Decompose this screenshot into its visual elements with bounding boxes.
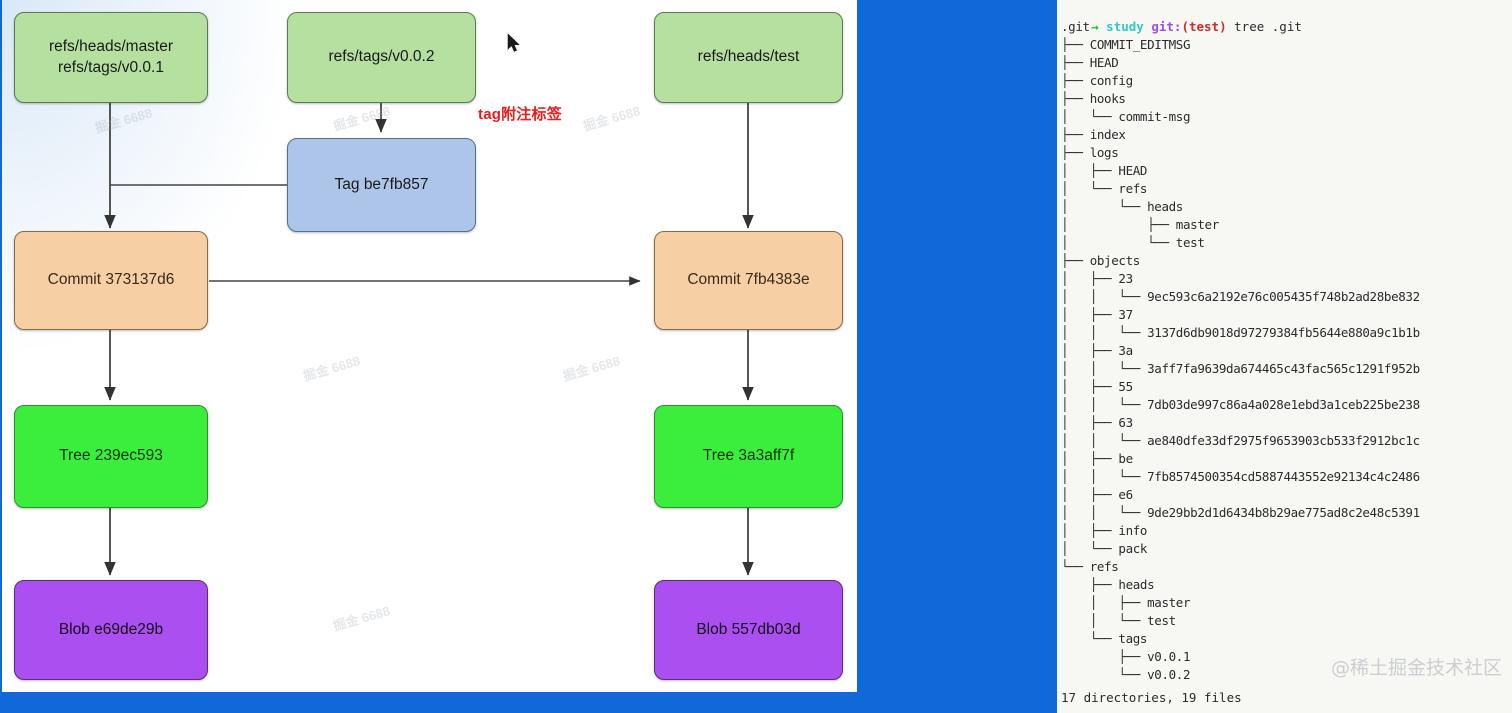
node-refs-heads-test[interactable]: refs/heads/test — [654, 12, 843, 103]
diagram-watermark: 掘金 6688 — [331, 603, 392, 634]
tree-line: ├── heads — [1061, 577, 1155, 592]
node-label: Commit 7fb4383e — [687, 271, 810, 289]
tree-line: ├── config — [1061, 73, 1133, 88]
tree-line: │ ├── 23 — [1061, 271, 1133, 286]
node-tree-239ec593[interactable]: Tree 239ec593 — [14, 405, 208, 508]
tree-line: │ └── heads — [1061, 199, 1183, 214]
tree-line: │ │ └── ae840dfe33df2975f9653903cb533f29… — [1061, 433, 1420, 448]
tree-line: │ └── commit-msg — [1061, 109, 1191, 124]
prompt-command: tree .git — [1226, 19, 1302, 34]
tree-line: │ ├── 3a — [1061, 343, 1133, 358]
node-label: refs/tags/v0.0.2 — [328, 48, 435, 66]
tree-line: │ │ └── 7db03de997c86a4a028e1ebd3a1ceb22… — [1061, 397, 1420, 412]
node-label: Tree 3a3aff7f — [702, 447, 795, 465]
mouse-cursor-icon — [507, 33, 520, 52]
tree-output: .git ├── COMMIT_EDITMSG ├── HEAD ├── config… — [1057, 18, 1512, 684]
tree-line: ├── hooks — [1061, 91, 1126, 106]
tree-line: │ └── test — [1061, 613, 1176, 628]
tree-line: .git — [1061, 19, 1090, 34]
tree-line: ├── objects — [1061, 253, 1140, 268]
tree-line: │ ├── 37 — [1061, 307, 1133, 322]
tree-line: ├── logs — [1061, 145, 1119, 160]
node-commit-373137d6[interactable]: Commit 373137d6 — [14, 231, 208, 330]
node-label: Blob 557db03d — [696, 620, 801, 638]
tree-line: │ ├── be — [1061, 451, 1133, 466]
tree-line: │ ├── e6 — [1061, 487, 1133, 502]
tree-line: ├── HEAD — [1061, 55, 1119, 70]
terminal-watermark: @稀土掘金技术社区 — [1330, 657, 1502, 679]
diagram-watermark: 掘金 6688 — [301, 353, 362, 384]
tree-line: │ │ └── 3aff7fa9639da674465c43fac565c129… — [1061, 361, 1420, 376]
prompt-git-label: git: — [1151, 19, 1182, 34]
diagram-watermark: 掘金 6688 — [331, 103, 392, 134]
node-label: refs/heads/master refs/tags/v0.0.1 — [48, 37, 174, 76]
diagram-watermark: 掘金 6688 — [561, 353, 622, 384]
node-label: Tree 239ec593 — [59, 447, 163, 465]
terminal-panel[interactable]: → study git:(test) tree .git .git ├── COM… — [1057, 0, 1512, 713]
node-refs-heads-master[interactable]: refs/heads/master refs/tags/v0.0.1 — [14, 12, 208, 103]
tree-line: │ └── pack — [1061, 541, 1148, 556]
tree-line: │ ├── master — [1061, 217, 1219, 232]
node-refs-tags-v002[interactable]: refs/tags/v0.0.2 — [287, 12, 476, 103]
terminal-prompt-line: → study git:(test) tree .git — [1057, 0, 1512, 34]
diagram-panel: 掘金 6688 掘金 6688 掘金 6688 掘金 6688 掘金 6688 … — [2, 0, 857, 692]
tree-line: │ ├── 55 — [1061, 379, 1133, 394]
tree-line: │ │ └── 7fb8574500354cd5887443552e92134c… — [1061, 469, 1420, 484]
tree-line: └── refs — [1061, 559, 1119, 574]
tree-line: ├── COMMIT_EDITMSG — [1061, 37, 1191, 52]
node-blob-e69de29b[interactable]: Blob e69de29b — [14, 580, 208, 680]
diagram-watermark: 掘金 6688 — [93, 105, 154, 136]
annotation-tag-note: tag附注标签 — [478, 106, 562, 123]
node-blob-557db03d[interactable]: Blob 557db03d — [654, 580, 843, 680]
tree-line: │ ├── 63 — [1061, 415, 1133, 430]
node-tag-be7fb857[interactable]: Tag be7fb857 — [287, 138, 476, 232]
tree-line: ├── index — [1061, 127, 1126, 142]
tree-line: ├── v0.0.1 — [1061, 649, 1191, 664]
prompt-directory: study — [1106, 19, 1144, 34]
prompt-branch: test — [1188, 19, 1220, 34]
diagram-watermark: 掘金 6688 — [581, 103, 642, 134]
prompt-arrow-icon: → — [1091, 19, 1099, 34]
tree-summary: 17 directories, 19 files — [1061, 690, 1242, 705]
prompt-paren-close: ) — [1219, 19, 1227, 34]
tree-line: │ ├── master — [1061, 595, 1191, 610]
tree-line: │ └── test — [1061, 235, 1205, 250]
node-label: Blob e69de29b — [58, 620, 164, 638]
tree-line: └── v0.0.2 — [1061, 667, 1191, 682]
tree-line: │ │ └── 9de29bb2d1d6434b8b29ae775ad8c2e4… — [1061, 505, 1420, 520]
tree-line: │ │ └── 9ec593c6a2192e76c005435f748b2ad2… — [1061, 289, 1420, 304]
node-tree-3a3aff7f[interactable]: Tree 3a3aff7f — [654, 405, 843, 508]
node-label: refs/heads/test — [697, 48, 800, 66]
node-label: Commit 373137d6 — [47, 271, 175, 289]
tree-line: │ │ └── 3137d6db9018d97279384fb5644e880a… — [1061, 325, 1420, 340]
prompt-paren-open: ( — [1181, 19, 1189, 34]
tree-line: └── tags — [1061, 631, 1148, 646]
tree-line: │ └── refs — [1061, 181, 1148, 196]
node-label: Tag be7fb857 — [334, 175, 429, 193]
diagram-canvas: 掘金 6688 掘金 6688 掘金 6688 掘金 6688 掘金 6688 … — [2, 0, 857, 692]
node-commit-7fb4383e[interactable]: Commit 7fb4383e — [654, 231, 843, 330]
tree-line: │ ├── info — [1061, 523, 1148, 538]
tree-line: │ ├── HEAD — [1061, 163, 1148, 178]
